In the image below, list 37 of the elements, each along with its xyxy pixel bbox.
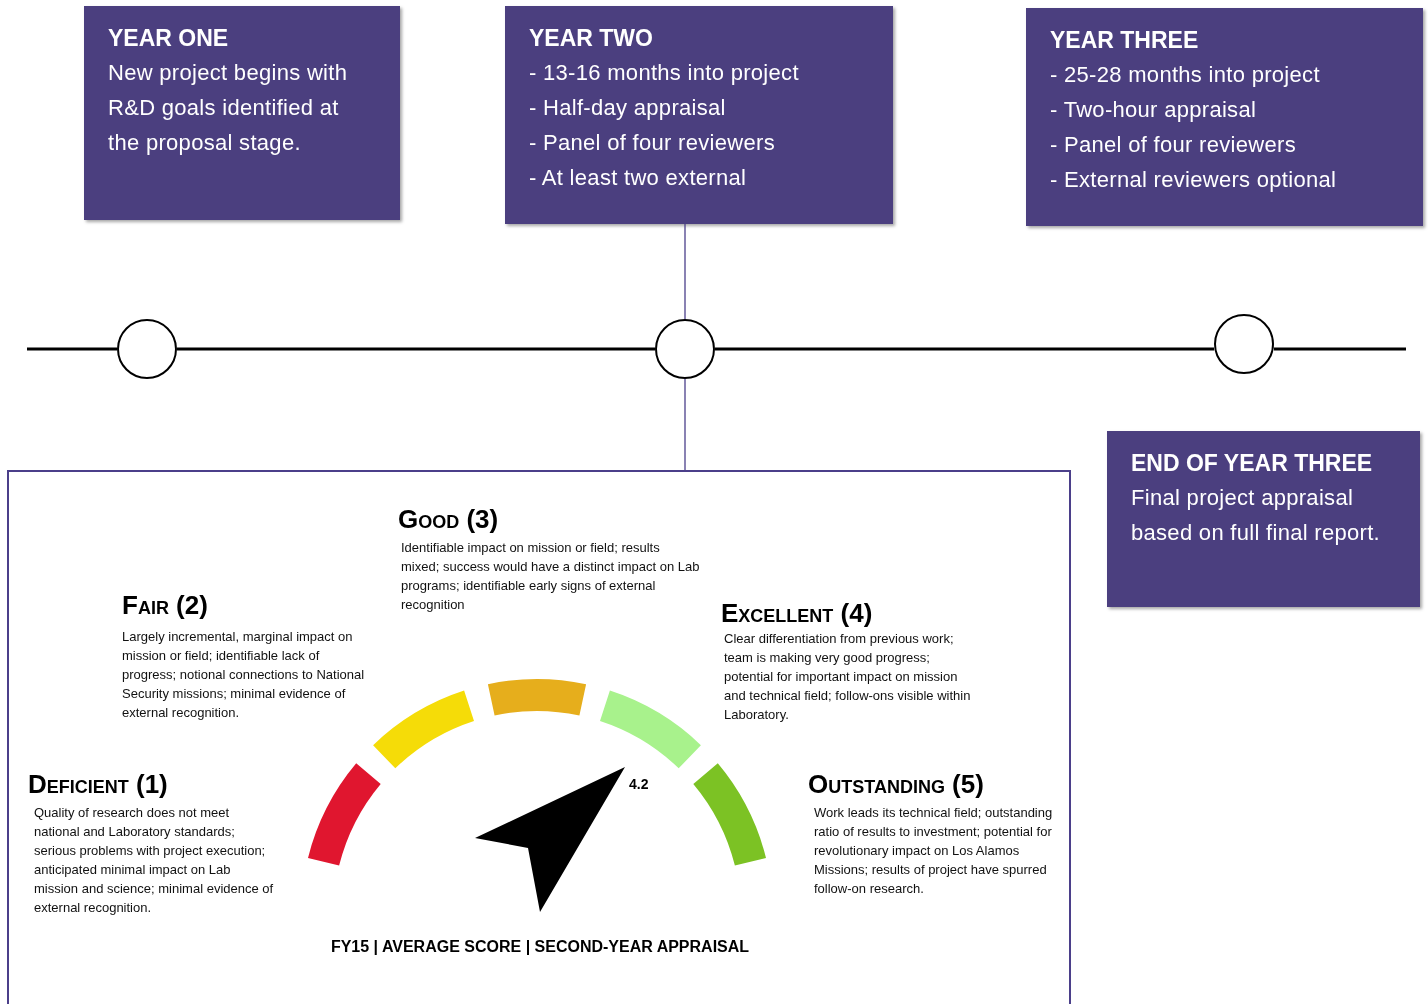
milestone-box	[84, 6, 400, 220]
gauge-panel	[7, 470, 1071, 1004]
milestone-box	[1107, 431, 1420, 607]
timeline-line	[27, 347, 117, 351]
milestone-text: - At least two external	[529, 164, 748, 192]
milestone-text: - 25-28 months into project	[1050, 61, 1321, 89]
milestone-text: - Half-day appraisal	[529, 94, 727, 122]
rating-heading: Fair (2)	[122, 589, 209, 621]
milestone-heading: END OF YEAR THREE	[1131, 449, 1374, 478]
milestone-text: - Panel of four reviewers	[529, 129, 776, 157]
milestone-box	[1026, 8, 1423, 226]
rating-heading: Outstanding (5)	[808, 768, 985, 800]
milestone-heading: YEAR THREE	[1050, 26, 1200, 55]
milestone-box	[505, 6, 893, 224]
milestone-text: Final project appraisal based on full final report.	[1131, 484, 1382, 547]
milestone-text: - External reviewers optional	[1050, 166, 1338, 194]
gauge-caption: FY15 | AVERAGE SCORE | SECOND-YEAR APPRAISAL	[329, 937, 751, 957]
milestone-heading: YEAR ONE	[108, 24, 230, 53]
connector-line	[684, 378, 686, 471]
milestone-text: New project begins with R&D goals identified at the proposal stage.	[108, 59, 349, 157]
milestone-text: - Two-hour appraisal	[1050, 96, 1258, 124]
milestone-text: - Panel of four reviewers	[1050, 131, 1297, 159]
rating-heading: Good (3)	[398, 503, 500, 535]
score-value: 4.2	[629, 775, 650, 794]
timeline-line	[715, 347, 1214, 351]
timeline-line	[1274, 347, 1406, 351]
rating-heading: Deficient (1)	[28, 768, 169, 800]
connector-line	[684, 223, 686, 320]
rating-description: Work leads its technical field; outstanding ratio of results to investment; potential for revolutionary impact on Los Alamos Missions; results of project have spurred follow-on research.	[814, 804, 1054, 898]
rating-description: Clear differentiation from previous work; team is making very good progress; potential for important impact on mission and technical field; follow-ons visible within Laboratory.	[724, 630, 972, 724]
milestone-text: - 13-16 months into project	[529, 59, 800, 87]
milestone-heading: YEAR TWO	[529, 24, 654, 53]
rating-heading: Excellent (4)	[721, 597, 874, 629]
rating-description: Quality of research does not meet national and Laboratory standards; serious problems with project execution; anticipated minimal impact on Lab mission and science; minimal evidence of external recognition.	[34, 804, 274, 917]
rating-description: Identifiable impact on mission or field; results mixed; success would have a distinct impact on Lab programs; identifiable early signs of external recognition	[401, 539, 701, 614]
rating-description: Largely incremental, marginal impact on mission or field; identifiable lack of progress; notional connections to National Security missions; minimal evidence of external recognition.	[122, 628, 366, 722]
timeline-line	[177, 347, 655, 351]
